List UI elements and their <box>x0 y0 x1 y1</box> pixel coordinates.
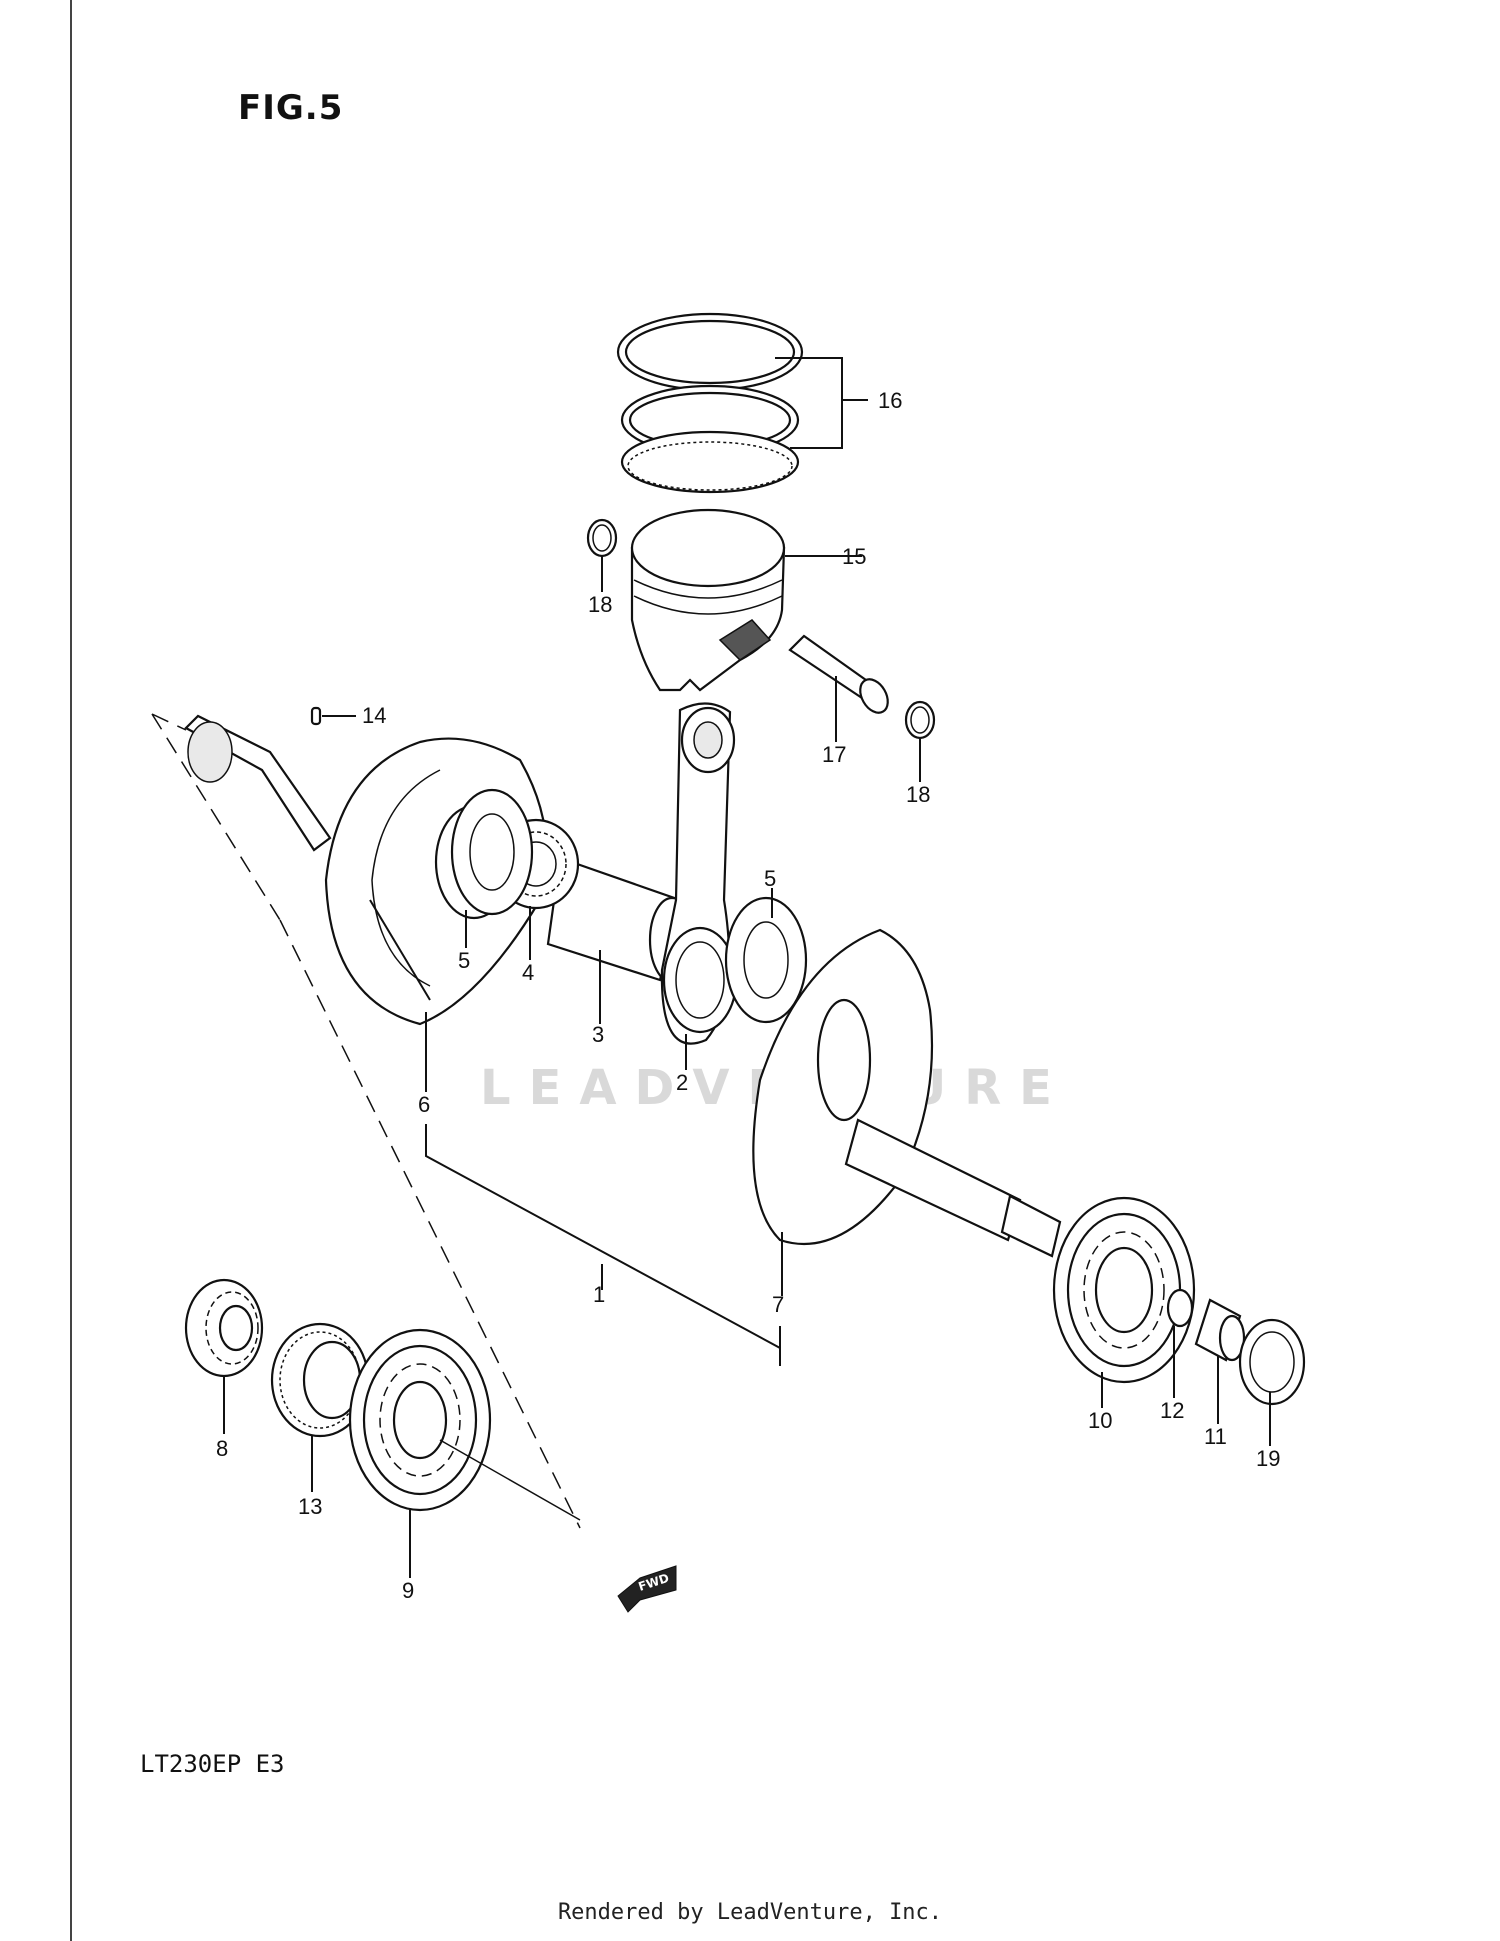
collar[interactable] <box>1194 1298 1246 1362</box>
callout-12[interactable]: 12 <box>1160 1398 1184 1423</box>
callout-11[interactable]: 11 <box>1204 1424 1227 1449</box>
callout-5a[interactable]: 5 <box>458 948 470 973</box>
piston-pin[interactable] <box>788 634 893 718</box>
callout-17[interactable]: 17 <box>822 742 846 767</box>
callout-18a[interactable]: 18 <box>588 592 612 617</box>
margin-line <box>70 0 72 1941</box>
callout-13[interactable]: 13 <box>298 1494 322 1519</box>
connecting-rod[interactable] <box>660 702 738 1045</box>
callout-19[interactable]: 19 <box>1256 1446 1280 1471</box>
callout-14[interactable]: 14 <box>362 703 386 728</box>
callout-6[interactable]: 6 <box>418 1092 430 1117</box>
oil-seal[interactable] <box>1238 1318 1306 1406</box>
callout-9[interactable]: 9 <box>402 1578 414 1603</box>
thrust-washer-right[interactable] <box>724 896 808 1024</box>
callout-15[interactable]: 15 <box>842 544 866 569</box>
woodruff-key[interactable] <box>310 706 322 726</box>
callout-5b[interactable]: 5 <box>764 866 776 891</box>
callout-7[interactable]: 7 <box>772 1292 784 1317</box>
thrust-washer-left[interactable] <box>450 788 534 916</box>
circlip-left[interactable] <box>586 518 618 558</box>
figure-title: FIG.5 <box>238 88 344 128</box>
bearing-left[interactable] <box>348 1328 581 1521</box>
bearing-small[interactable] <box>184 1278 264 1378</box>
callout-16[interactable]: 16 <box>878 388 902 413</box>
spacer[interactable] <box>1166 1288 1194 1328</box>
piston-rings[interactable] <box>616 312 804 494</box>
footer-credit: Rendered by LeadVenture, Inc. <box>557 1900 943 1925</box>
forward-direction-arrow: FWD <box>617 1565 677 1613</box>
callout-2[interactable]: 2 <box>676 1070 688 1095</box>
callout-1[interactable]: 1 <box>593 1282 605 1307</box>
crankshaft-right-half[interactable] <box>752 928 1062 1258</box>
callout-4[interactable]: 4 <box>522 960 534 985</box>
model-code: LT230EP E3 <box>140 1750 285 1778</box>
callout-8[interactable]: 8 <box>216 1436 228 1461</box>
callout-18b[interactable]: 18 <box>906 782 930 807</box>
piston[interactable] <box>630 508 786 692</box>
callout-10[interactable]: 10 <box>1088 1408 1112 1433</box>
callout-3[interactable]: 3 <box>592 1022 604 1047</box>
circlip-right[interactable] <box>904 700 936 740</box>
